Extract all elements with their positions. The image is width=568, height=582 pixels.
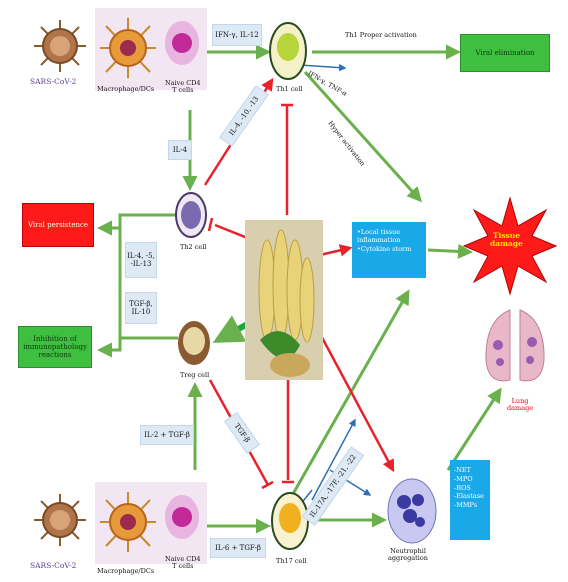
inhibition-immunopathology-box: Inhibition of immunopathology reactions — [18, 326, 92, 368]
neutrophil-effects-box: -NET -MPO -ROS -Elastase -MMPs — [450, 460, 490, 540]
effect-ros: -ROS — [454, 484, 486, 493]
cytokine-il2-tgfb: IL-2 + TGF-β — [140, 425, 194, 445]
macrophage-top-label: Macrophage/DCs — [97, 86, 154, 93]
neutrophil-label: Neutrophil aggregation — [388, 548, 428, 562]
effect-mmps: -MMPs — [454, 501, 486, 510]
virus-top-label: SARS-CoV-2 — [30, 78, 76, 86]
cytokine-il4-5-13: IL-4, -5, -IL-13 — [125, 242, 157, 278]
viral-persistence-box: Viral persistence — [22, 203, 94, 247]
macrophage-bottom-icon — [98, 488, 158, 556]
viral-elimination-box: Viral elimination — [460, 34, 550, 72]
cytokine-il4: IL-4 — [168, 140, 192, 160]
effect-elastase: -Elastase — [454, 492, 486, 501]
neutrophil-icon — [386, 476, 438, 546]
treg-label: Treg cell — [180, 372, 209, 379]
th1-cell-icon — [268, 20, 308, 82]
tissue-damage-label: Tissue damage — [490, 232, 523, 248]
naive-bottom-label: Naive CD4 T cells — [165, 556, 201, 570]
th2-cell-icon — [174, 190, 208, 240]
naive-top-label: Naive CD4 T cells — [165, 80, 201, 94]
ginger-plant-image — [245, 220, 323, 380]
th1-label: Th1 cell — [276, 86, 302, 93]
naive-t-cell-top-icon — [162, 18, 202, 68]
effect-mpo: -MPO — [454, 475, 486, 484]
inflammation-box: Local tissue inflammation Cytokine storm — [352, 222, 426, 278]
inflammation-item-1: Local tissue inflammation — [357, 228, 421, 245]
cytokine-il6-tgfb: IL-6 + TGF-β — [210, 538, 266, 558]
macrophage-top-icon — [98, 14, 158, 82]
virus-top-icon — [32, 18, 88, 74]
cytokine-ifn-il12: IFN-γ, IL-12 — [212, 24, 262, 46]
lung-damage-label: Lung damage — [507, 398, 533, 412]
inflammation-item-2: Cytokine storm — [357, 245, 421, 253]
lung-icon — [480, 300, 550, 390]
th17-label: Th17 cell — [276, 558, 307, 565]
effect-net: -NET — [454, 466, 486, 475]
treg-cell-icon — [176, 318, 212, 368]
th17-cell-icon — [270, 490, 310, 552]
macrophage-bottom-label: Macrophage/DCs — [97, 568, 154, 575]
virus-bottom-label: SARS-CoV-2 — [30, 562, 76, 570]
th1-proper-activation-label: Th1 Proper activation — [345, 32, 417, 39]
virus-bottom-icon — [32, 492, 88, 548]
cytokine-tgfb-il10: TGF-β, IL-10 — [125, 292, 157, 324]
naive-t-cell-bottom-icon — [162, 492, 202, 542]
th2-label: Th2 cell — [180, 244, 206, 251]
